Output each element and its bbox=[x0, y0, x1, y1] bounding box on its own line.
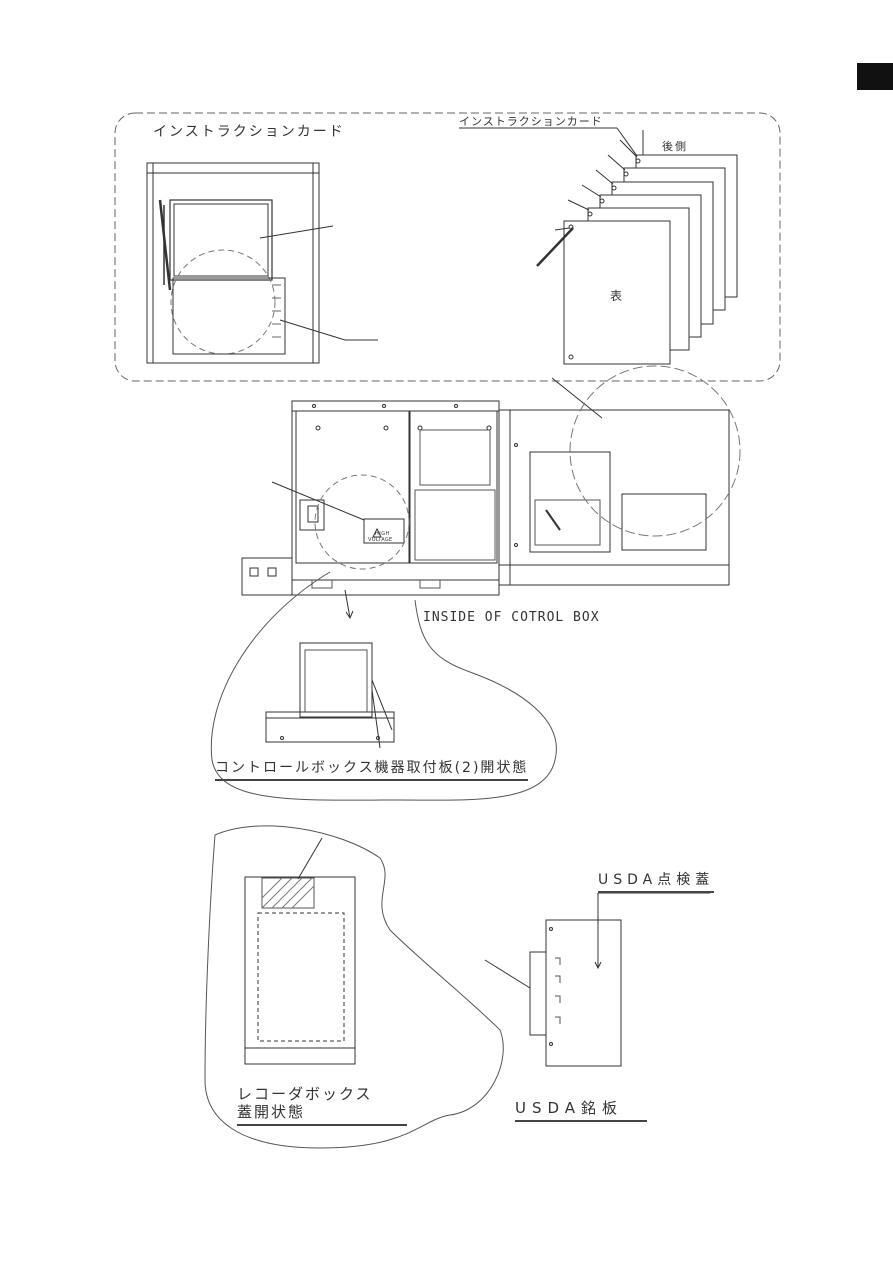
back-side-label: 後側 bbox=[662, 140, 688, 153]
recorder-box-outline bbox=[204, 825, 504, 1149]
instruction-card-callout-frame bbox=[114, 112, 781, 382]
instruction-card-title: インストラクションカード bbox=[153, 124, 345, 140]
recorder-box-label-line2: 蓋開状態 bbox=[237, 1101, 407, 1126]
high-voltage-label-line2: VOLTAGE bbox=[368, 537, 393, 543]
page-tab bbox=[857, 63, 893, 90]
control-box-plate-open-label: コントロールボックス機器取付板(2)開状態 bbox=[215, 757, 529, 781]
high-voltage-label-line1: HIGH bbox=[375, 531, 390, 537]
inside-control-box-label: INSIDE OF COTROL BOX bbox=[423, 610, 600, 625]
usda-nameplate-label: USDA銘板 bbox=[515, 1097, 647, 1122]
usda-inspection-cover-label: USDA点検蓋 bbox=[598, 869, 715, 893]
plate-open-outline bbox=[210, 571, 557, 801]
plate-open-detail bbox=[265, 642, 395, 749]
recorder-box-label-line1: レコーダボックス bbox=[237, 1085, 373, 1103]
front-side-label: 表 bbox=[610, 289, 623, 303]
recorder-box-detail bbox=[244, 837, 356, 1065]
usda-inspection-cover bbox=[484, 892, 710, 1067]
card-holder-detail bbox=[146, 162, 378, 364]
instruction-card-stack bbox=[459, 127, 738, 365]
control-box-view bbox=[241, 365, 741, 596]
instruction-card-callout-label: インストラクションカード bbox=[459, 115, 603, 128]
